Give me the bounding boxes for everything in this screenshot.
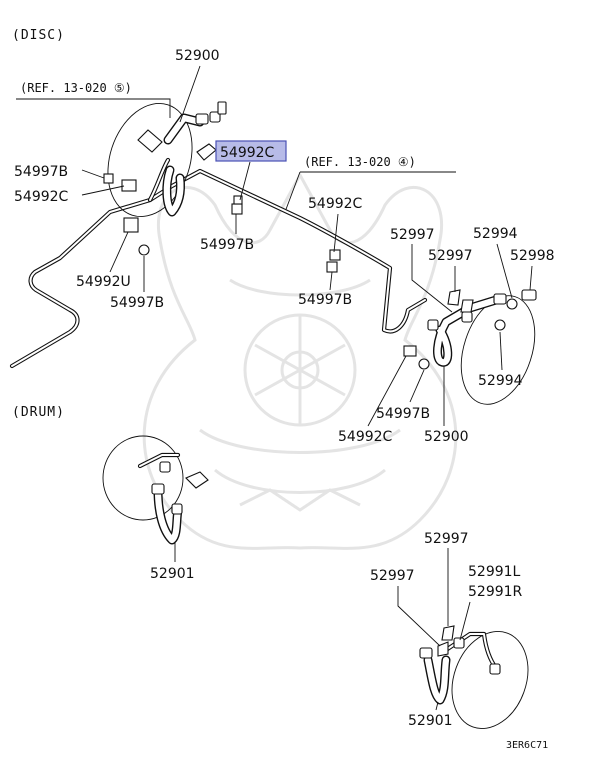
callout-52901-drum-left[interactable]: 52901: [150, 566, 195, 582]
callout-52900-top[interactable]: 52900: [175, 48, 220, 64]
clip-54992c-mid: [329, 249, 341, 261]
callout-54997b-right[interactable]: 54997B: [376, 406, 430, 422]
callout-52900-right[interactable]: 52900: [424, 429, 469, 445]
reference-13-020-4: (REF. 13-020 ④): [304, 155, 416, 169]
clip-52997-b: [460, 299, 474, 313]
callout-52991r[interactable]: 52991R: [468, 584, 523, 600]
drum-section-title: (DRUM): [12, 405, 65, 420]
washer-52994-b: [494, 319, 506, 331]
callout-54997b-lower[interactable]: 54997B: [110, 295, 164, 311]
callout-52994-a[interactable]: 52994: [473, 226, 518, 242]
callout-54992c-right[interactable]: 54992C: [338, 429, 393, 445]
clip-54992c-right: [403, 345, 417, 357]
hose-52901-drum-left: [137, 452, 183, 545]
left-disc-caliper-outline: [107, 103, 193, 217]
reference-13-020-5: (REF. 13-020 ⑤): [20, 81, 132, 95]
callout-54997b-center[interactable]: 54997B: [298, 292, 352, 308]
clip-54992c-left-top: [137, 129, 163, 153]
bolt-54997b-mid: [231, 203, 243, 215]
callout-54992c-mid[interactable]: 54992C: [308, 196, 363, 212]
main-brake-pipe: [9, 157, 428, 369]
clip-54992c-highlighted-part: [196, 143, 217, 161]
callout-52997-b[interactable]: 52997: [428, 248, 473, 264]
bolt-54997b-right: [418, 358, 430, 370]
hose-52900-right: [427, 293, 507, 367]
clip-drum-left: [185, 471, 209, 489]
right-drum-outline: [451, 630, 529, 730]
callout-52991l[interactable]: 52991L: [468, 564, 521, 580]
clip-pipe-mid: [233, 195, 243, 205]
hose-52901-drum-right: [419, 631, 501, 705]
bolt-54997b-lower: [138, 244, 150, 256]
clip-52997-a: [447, 289, 461, 306]
callout-52998[interactable]: 52998: [510, 248, 555, 264]
callout-52901-drum-right[interactable]: 52901: [408, 713, 453, 729]
hose-52900-left: [162, 101, 227, 217]
clip-52997-d: [437, 641, 449, 657]
callout-52994-b[interactable]: 52994: [478, 373, 523, 389]
highlight-box-54992c[interactable]: [215, 140, 287, 162]
disc-section-title: (DISC): [12, 28, 65, 43]
samurai-helmet-icon: [142, 171, 458, 550]
callout-54992c-left[interactable]: 54992C: [14, 189, 69, 205]
bolt-54997b-left: [103, 173, 114, 184]
callout-54997b-left[interactable]: 54997B: [14, 164, 68, 180]
callout-52997-c[interactable]: 52997: [424, 531, 469, 547]
callout-54992c-highlighted[interactable]: 54992C: [220, 145, 275, 161]
callout-52997-d[interactable]: 52997: [370, 568, 415, 584]
right-disc-caliper-outline: [460, 295, 536, 405]
callout-52997-a[interactable]: 52997: [390, 227, 435, 243]
clip-54992c-left: [121, 179, 137, 192]
clip-52997-c: [441, 625, 455, 641]
bolt-52998: [521, 289, 537, 301]
bolt-54997b-center: [326, 261, 338, 273]
clip-54992u: [123, 217, 139, 233]
washer-52994-a: [506, 298, 518, 310]
callout-54997b-mid[interactable]: 54997B: [200, 237, 254, 253]
left-drum-outline: [102, 435, 184, 521]
diagram-code: 3ER6C71: [506, 740, 548, 751]
callout-54992u[interactable]: 54992U: [76, 274, 131, 290]
